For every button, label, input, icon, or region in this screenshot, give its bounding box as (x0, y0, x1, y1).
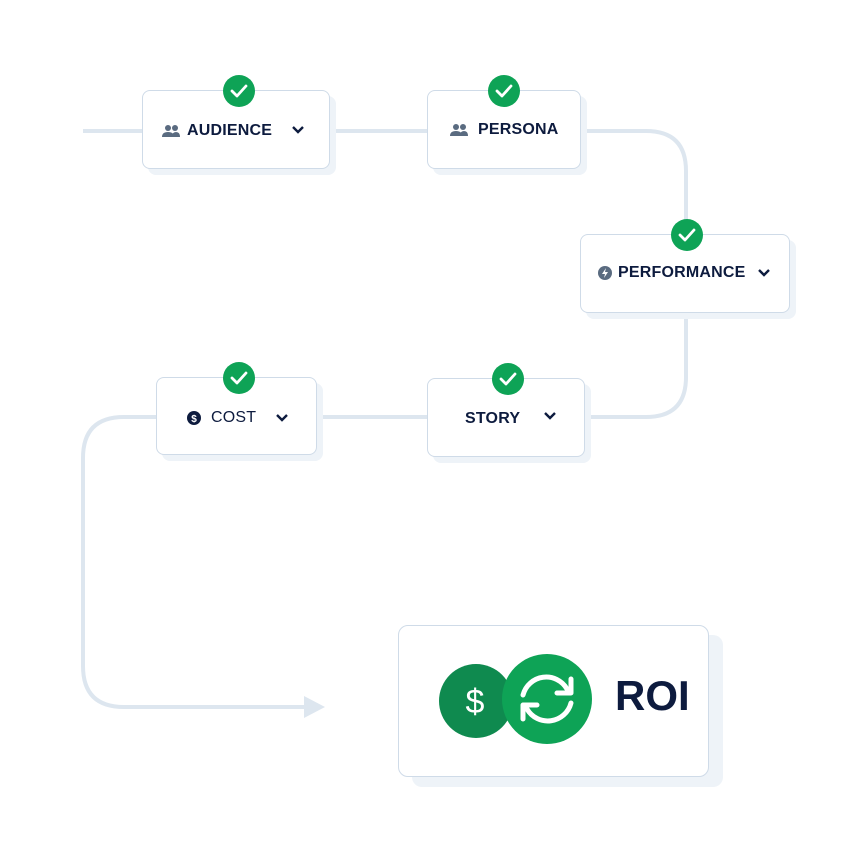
node-persona[interactable]: PERSONA (427, 75, 581, 169)
check-badge-icon (488, 75, 520, 107)
node-audience[interactable]: AUDIENCE (142, 75, 330, 169)
refresh-cycle-icon (502, 654, 592, 744)
connector-cost-roi (81, 415, 306, 709)
node-label: PERFORMANCE (618, 264, 746, 281)
chevron-down-icon[interactable] (291, 125, 305, 135)
node-label: COST (211, 409, 257, 426)
chevron-down-icon[interactable] (543, 411, 557, 421)
node-cost[interactable]: $ COST (156, 362, 317, 455)
bolt-icon (598, 266, 612, 280)
chevron-down-icon[interactable] (275, 413, 289, 423)
dollar-circle-icon: $ (439, 664, 513, 738)
check-badge-icon (223, 362, 255, 394)
svg-text:$: $ (191, 414, 197, 425)
people-icon (162, 125, 180, 137)
roi-result-card: $ ROI (398, 625, 709, 777)
roi-label: ROI (615, 672, 690, 719)
people-icon (450, 124, 468, 136)
node-performance[interactable]: PERFORMANCE (580, 219, 790, 313)
check-badge-icon (492, 363, 524, 395)
chevron-down-icon[interactable] (757, 268, 771, 278)
check-badge-icon (671, 219, 703, 251)
svg-text:$: $ (466, 683, 485, 721)
node-label: STORY (465, 410, 521, 427)
connector-persona-performance (581, 129, 688, 234)
node-label: AUDIENCE (187, 122, 273, 139)
connector-performance-story (585, 313, 688, 419)
arrow-head-icon (304, 696, 325, 718)
check-badge-icon (223, 75, 255, 107)
dollar-coin-icon: $ (187, 411, 201, 425)
node-label: PERSONA (478, 121, 559, 138)
node-story[interactable]: STORY (427, 363, 585, 457)
